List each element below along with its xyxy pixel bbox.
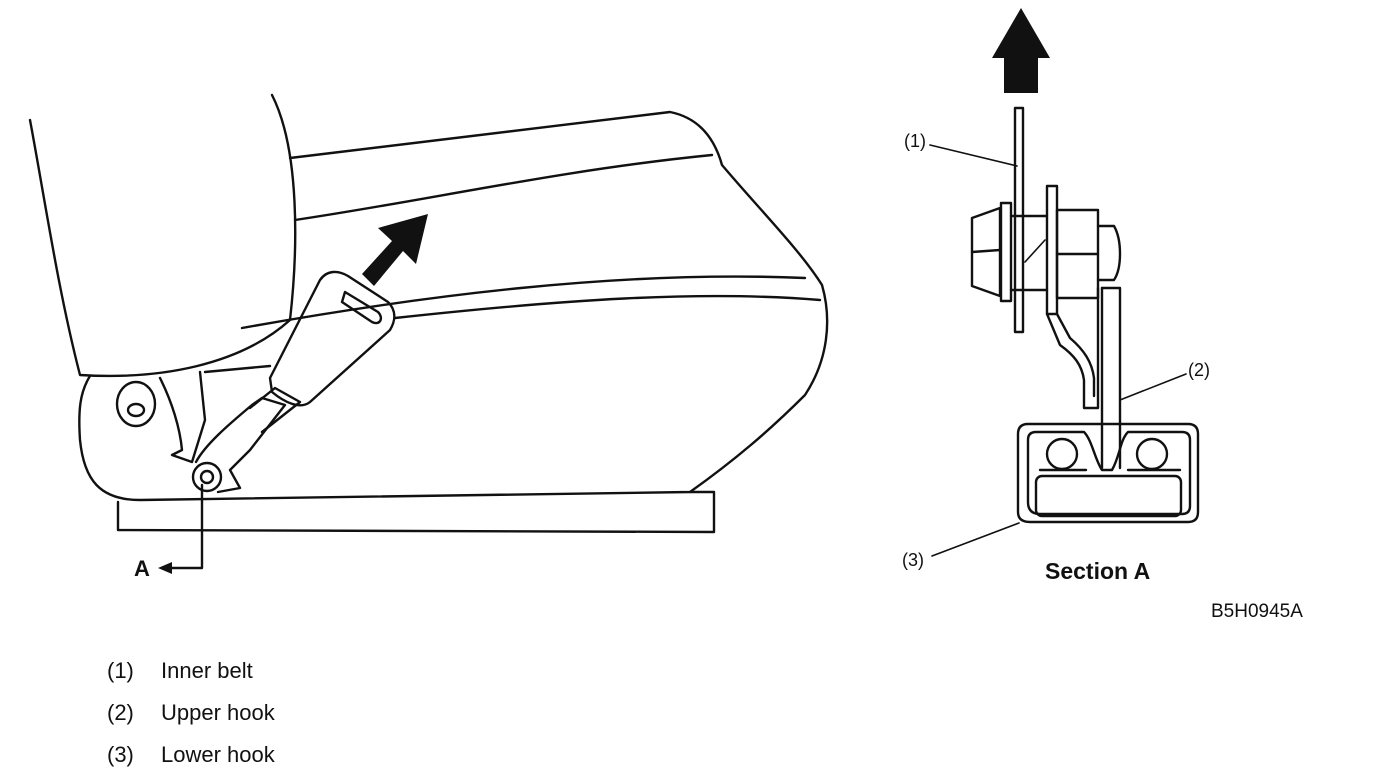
legend-number: (3)	[107, 742, 134, 767]
section-a-title: Section A	[1045, 558, 1151, 584]
upper-hook-plate	[1045, 184, 1059, 316]
lower-hook	[1016, 422, 1200, 524]
figure-code: B5H0945A	[1211, 601, 1303, 622]
bolt-tip	[1096, 224, 1122, 282]
inner-belt	[1013, 106, 1025, 334]
legend-text: Upper hook	[161, 700, 275, 725]
section-a-drawing	[970, 106, 1200, 524]
buckle-slot	[340, 290, 383, 325]
callout-leader-2	[1119, 373, 1187, 401]
cushion-seam-upper	[293, 153, 714, 222]
seat-rail	[116, 490, 716, 534]
anchor-plate	[194, 396, 287, 494]
legend-item-inner-belt: (1) Inner belt	[107, 658, 253, 684]
legend-number: (1)	[107, 658, 134, 683]
view-a-leader	[166, 483, 204, 570]
pull-arrow-section	[992, 8, 1050, 93]
cushion-seam-front	[393, 294, 822, 320]
callout-leader-3	[931, 522, 1020, 557]
buckle-strap	[248, 386, 302, 434]
pivot-bolt-hole	[126, 402, 146, 418]
callout-3: (3)	[902, 550, 924, 570]
callout-leader-1	[929, 144, 1018, 167]
washer-left	[999, 201, 1013, 303]
seat-back	[28, 93, 297, 378]
pull-arrow-seat	[362, 214, 428, 286]
pivot-bolt	[115, 380, 157, 428]
legend-text: Lower hook	[161, 742, 275, 767]
legend-number: (2)	[107, 700, 134, 725]
side-bracket	[158, 370, 207, 464]
buckle-body	[268, 270, 396, 407]
trim-line	[203, 364, 272, 374]
seat-illustration	[28, 93, 829, 534]
view-a-arrowhead	[158, 562, 172, 574]
lower-hook-inner	[1026, 430, 1192, 516]
legend-item-lower-hook: (3) Lower hook	[107, 742, 275, 768]
callout-2: (2)	[1188, 360, 1210, 380]
seat-cushion	[78, 110, 829, 502]
callout-1: (1)	[904, 131, 926, 151]
view-a-label: A	[134, 556, 150, 581]
legend-item-upper-hook: (2) Upper hook	[107, 700, 275, 726]
legend-text: Inner belt	[161, 658, 253, 683]
anchor-bolt-inner	[199, 469, 215, 485]
upper-hook-profile	[1045, 286, 1100, 410]
anchor-bolt	[191, 461, 223, 493]
ball-left	[1045, 437, 1079, 471]
cushion-seam-lower	[240, 275, 807, 330]
rail-block	[1034, 474, 1183, 518]
ball-right	[1135, 437, 1169, 471]
